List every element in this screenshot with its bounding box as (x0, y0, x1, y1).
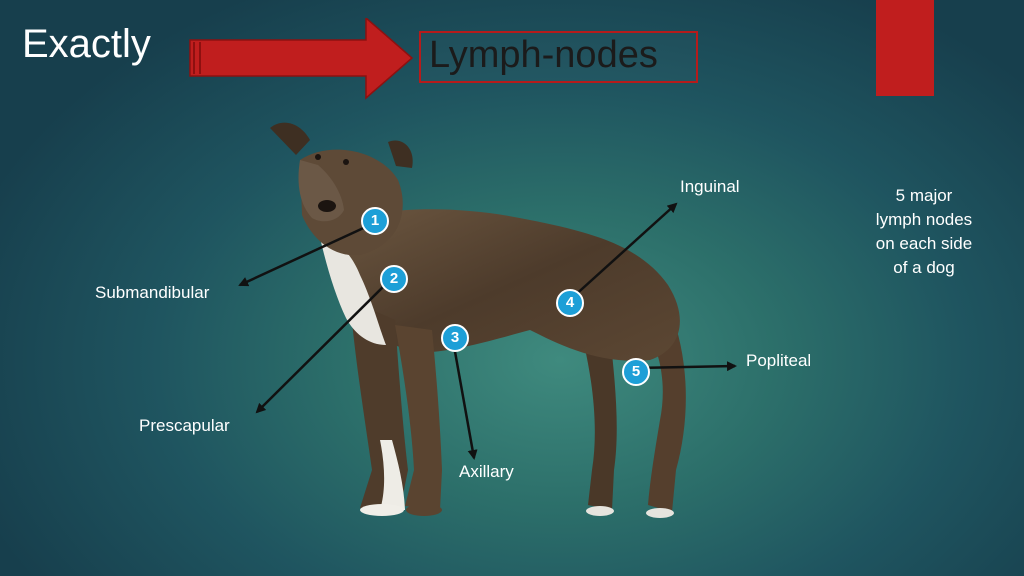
note-line-2: lymph nodes (875, 210, 973, 229)
label-submandibular: Submandibular (95, 283, 210, 302)
red-arrow-icon (189, 18, 414, 100)
node-badge-4: 4 (556, 289, 584, 317)
dog-illustration (270, 122, 686, 518)
lymph-node-note: 5 major lymph nodes on each side of a do… (860, 184, 988, 280)
popliteal-pointer (635, 361, 737, 372)
axillary-pointer (452, 345, 478, 460)
node-badge-1: 1 (361, 207, 389, 235)
note-line-1: 5 major (895, 186, 953, 205)
node-badge-3: 3 (441, 324, 469, 352)
red-corner-bar (876, 0, 934, 96)
label-prescapular: Prescapular (139, 416, 230, 435)
note-line-3: on each side (875, 234, 973, 253)
submandibular-pointer (238, 223, 371, 287)
label-popliteal: Popliteal (746, 351, 812, 370)
slide-title: Exactly (22, 22, 151, 66)
label-inguinal: Inguinal (680, 177, 740, 196)
inguinal-pointer (571, 202, 678, 299)
label-axillary: Axillary (459, 462, 514, 481)
node-badge-5: 5 (622, 358, 650, 386)
node-badge-2: 2 (380, 265, 408, 293)
prescapular-pointer (255, 279, 391, 414)
lymph-nodes-title-box: Lymph-nodes (419, 31, 698, 83)
note-line-4: of a dog (893, 258, 955, 277)
